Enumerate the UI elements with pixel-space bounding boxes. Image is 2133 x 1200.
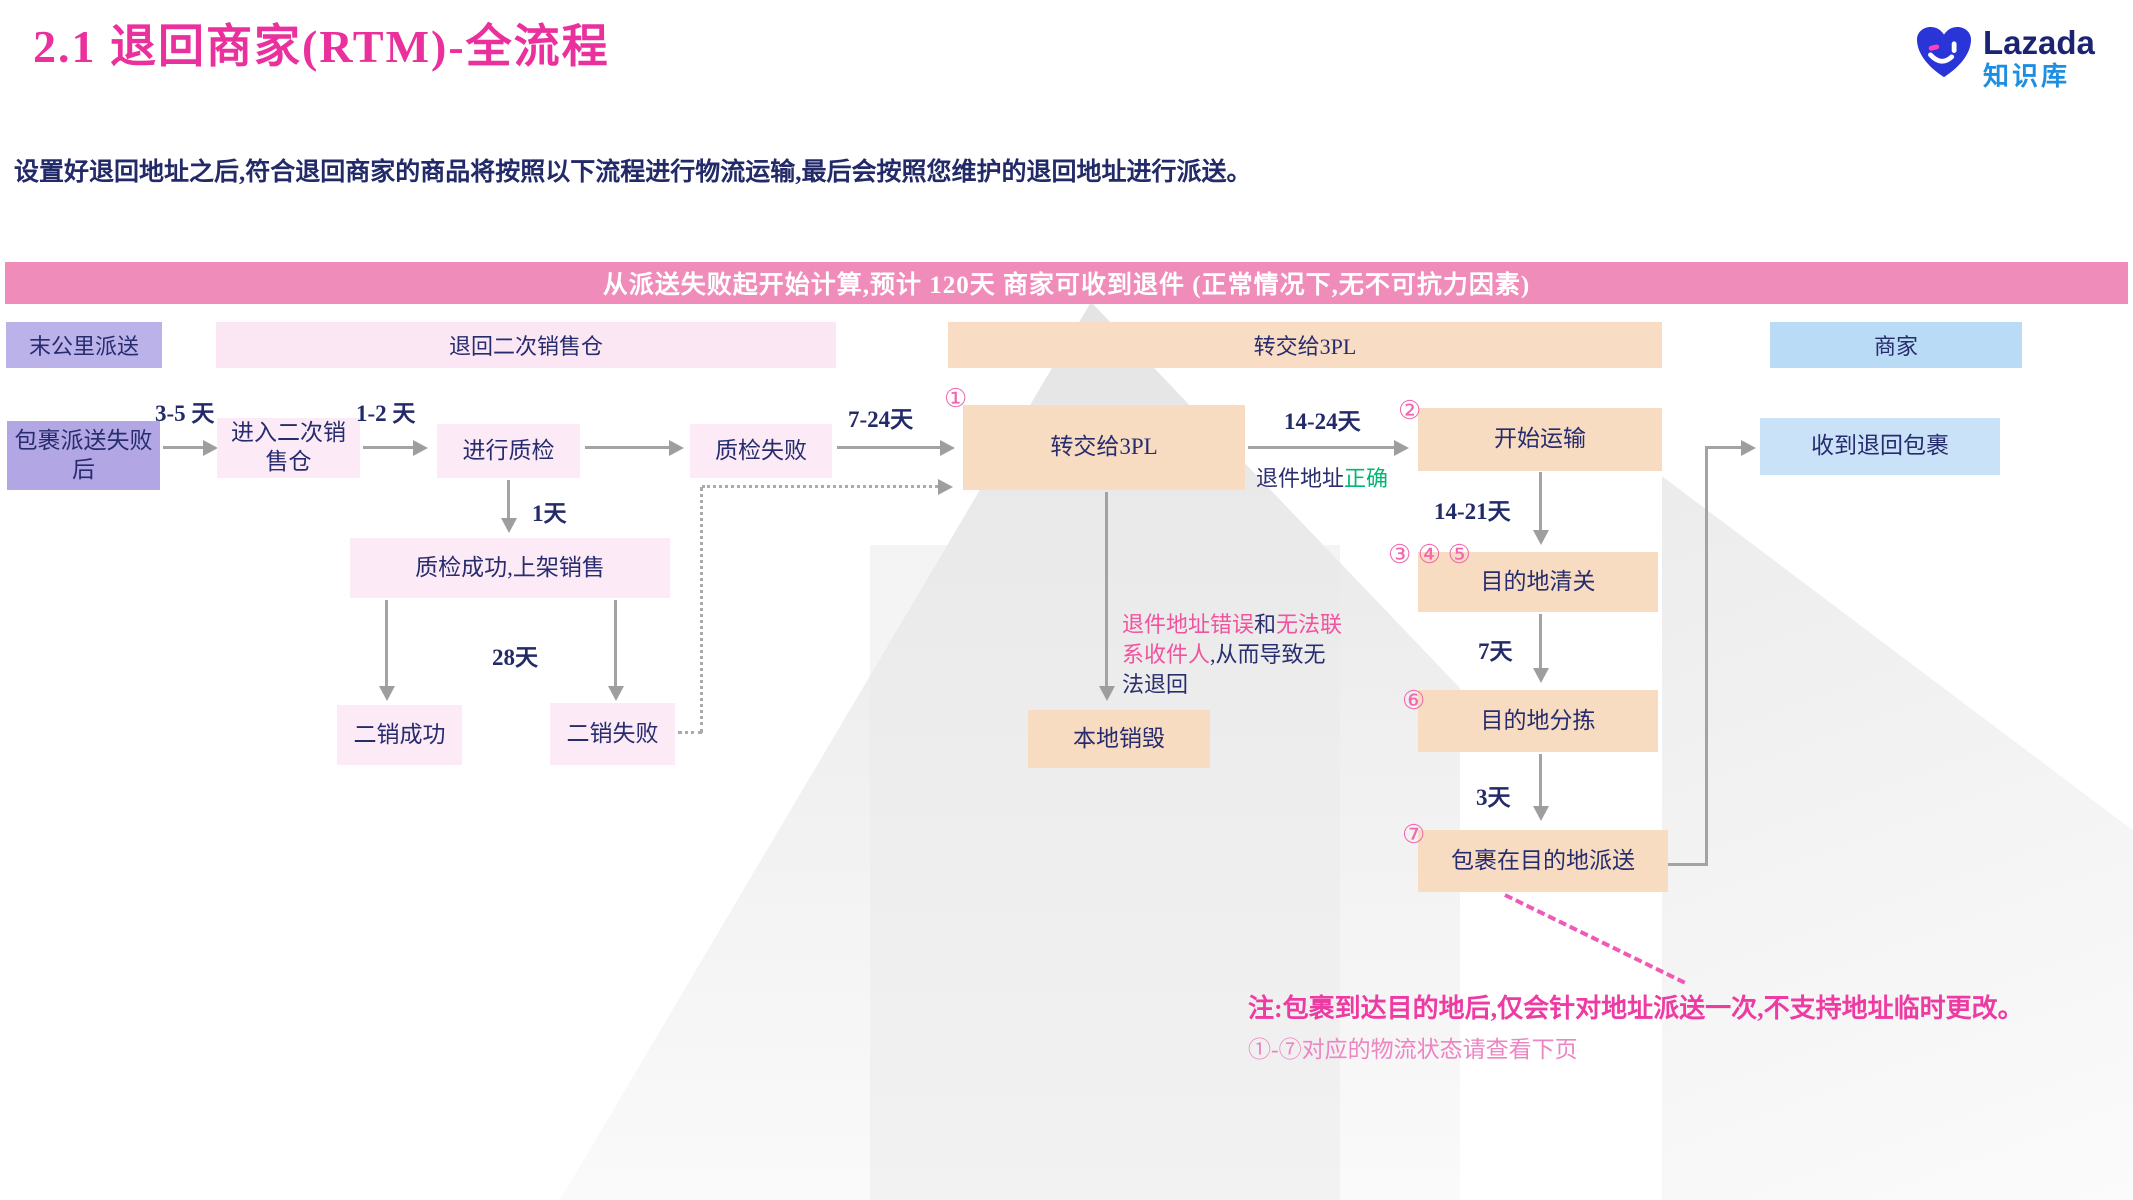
arrow-head-right <box>413 440 428 456</box>
elbow-line <box>1668 863 1708 866</box>
arrow-head-down <box>1533 668 1549 683</box>
annotation-address-correct: 退件地址正确 <box>1256 464 1388 494</box>
node-qc: 进行质检 <box>437 424 580 478</box>
node-handover-3pl: 转交给3PL <box>963 405 1245 490</box>
node-parcel-failed: 包裹派送失败后 <box>7 421 160 490</box>
address-wrong-part1: 退件地址错误 <box>1122 612 1255 637</box>
node-delivery: 包裹在目的地派送 <box>1418 830 1668 892</box>
arrow-head-right <box>1394 440 1409 456</box>
node-resale-success: 二销成功 <box>337 705 462 765</box>
node-receive-parcel: 收到退回包裹 <box>1760 418 2000 475</box>
arrow-line <box>1539 614 1542 670</box>
arrow-head-down <box>1533 530 1549 545</box>
arrow-head-down <box>608 686 624 701</box>
node-enter-resale: 进入二次销售仓 <box>217 418 360 478</box>
address-wrong-mid: 和 <box>1254 612 1277 637</box>
arrow-line <box>385 600 388 688</box>
duration-28-days: 28天 <box>492 645 538 670</box>
timeline-banner: 从派送失败起开始计算,预计 120天 商家可收到退件 (正常情况下,无不可抗力因… <box>5 262 2128 304</box>
lazada-logo: Lazada 知识库 <box>1915 26 2095 92</box>
step-marker-6: ⑥ <box>1402 686 1426 715</box>
arrow-line <box>1539 754 1542 808</box>
arrow-line <box>1248 446 1396 449</box>
arrow-head-right <box>203 440 218 456</box>
duration-7-days: 7天 <box>1478 639 1513 664</box>
duration-1-day: 1天 <box>532 501 567 526</box>
arrow-head-down <box>501 518 517 533</box>
lazada-heart-icon <box>1917 26 1971 78</box>
duration-1-2-days: 1-2 天 <box>356 401 416 426</box>
arrow-line <box>614 600 617 688</box>
node-resale-failed: 二销失败 <box>550 703 675 765</box>
node-customs: 目的地清关 <box>1418 552 1658 612</box>
background-wedge-right <box>1662 476 2133 1200</box>
arrow-line <box>1105 492 1108 688</box>
arrow-line <box>837 446 942 449</box>
step-marker-3-4-5: ③ ④ ⑤ <box>1388 540 1471 569</box>
lane-resale-warehouse: 退回二次销售仓 <box>216 322 836 368</box>
address-correct-word: 正确 <box>1344 466 1389 491</box>
arrow-head-down <box>1099 686 1115 701</box>
node-qc-failed: 质检失败 <box>690 424 832 478</box>
arrow-head-down <box>1533 806 1549 821</box>
arrow-line <box>585 446 671 449</box>
arrow-line <box>163 446 205 449</box>
arrow-line <box>1539 472 1542 532</box>
note-main: 注:包裹到达目的地后,仅会针对地址派送一次,不支持地址临时更改。 <box>1248 994 2024 1023</box>
note-secondary: ①-⑦对应的物流状态请查看下页 <box>1248 1037 1578 1062</box>
address-wrong-rest: ,从而导致无法退回 <box>1122 642 1326 697</box>
duration-14-24-days: 14-24天 <box>1284 409 1361 434</box>
node-sorting: 目的地分拣 <box>1418 690 1658 752</box>
node-qc-success: 质检成功,上架销售 <box>350 538 670 598</box>
arrow-head-right <box>669 440 684 456</box>
page-subtitle: 设置好退回地址之后,符合退回商家的商品将按照以下流程进行物流运输,最后会按照您维… <box>14 159 1252 186</box>
dotted-line <box>700 487 703 733</box>
duration-3-days: 3天 <box>1476 785 1511 810</box>
page-title: 2.1 退回商家(RTM)-全流程 <box>33 21 610 72</box>
duration-14-21-days: 14-21天 <box>1434 499 1511 524</box>
node-local-destroy: 本地销毁 <box>1028 710 1210 768</box>
arrow-line <box>507 480 510 520</box>
logo-brand-text: Lazada <box>1983 24 2095 61</box>
logo-sub-text: 知识库 <box>1983 61 2071 91</box>
lane-last-mile: 末公里派送 <box>6 322 162 368</box>
elbow-line <box>1705 446 1743 449</box>
step-marker-1: ① <box>944 384 968 413</box>
arrow-line <box>363 446 415 449</box>
annotation-address-wrong: 退件地址错误和无法联系收件人,从而导致无法退回 <box>1122 610 1346 700</box>
arrow-head-right <box>1741 440 1756 456</box>
lane-merchant: 商家 <box>1770 322 2022 368</box>
lane-handover-3pl: 转交给3PL <box>948 322 1662 368</box>
dotted-arrow-head <box>938 479 953 495</box>
address-wrong-part2: 无法联系收件人 <box>1122 612 1343 667</box>
note-pointer-dashed-line <box>1504 893 1686 985</box>
duration-7-24-days: 7-24天 <box>848 407 914 432</box>
node-start-transport: 开始运输 <box>1418 408 1662 471</box>
duration-3-5-days: 3-5 天 <box>155 401 215 426</box>
address-correct-prefix: 退件地址 <box>1256 466 1345 491</box>
step-marker-7: ⑦ <box>1402 820 1426 849</box>
arrow-head-right <box>940 440 955 456</box>
step-marker-2: ② <box>1398 396 1422 425</box>
arrow-head-down <box>379 686 395 701</box>
elbow-line <box>1705 448 1708 865</box>
dotted-line <box>702 485 938 488</box>
dotted-line <box>678 731 702 734</box>
